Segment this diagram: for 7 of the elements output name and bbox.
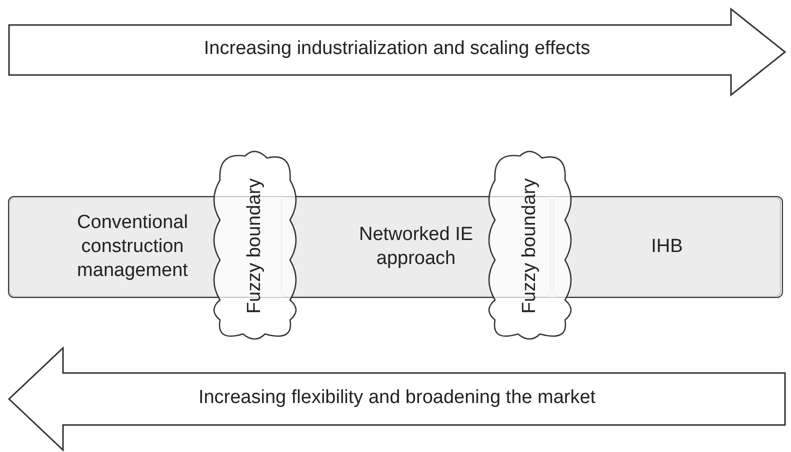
arrow-label: Increasing flexibility and broadening the market (197, 387, 597, 409)
phase-label: Conventional construction management (76, 211, 189, 283)
phase-label: IHB (651, 235, 683, 259)
cloud-label: Fuzzy boundary (244, 178, 266, 314)
arrow-label: Increasing industrialization and scaling effects (202, 38, 592, 60)
phase-label: Networked IE approach (358, 223, 474, 271)
cloud-label: Fuzzy boundary (519, 178, 541, 314)
